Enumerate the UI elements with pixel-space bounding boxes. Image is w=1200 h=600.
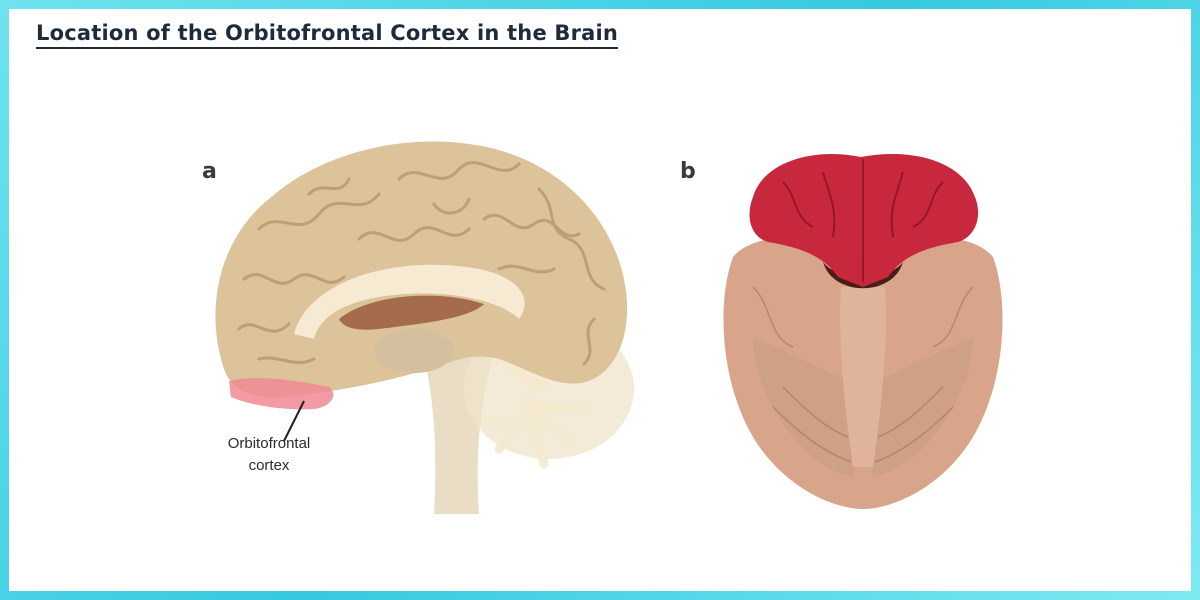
orbitofrontal-cortex-label: Orbitofrontal cortex [209, 433, 329, 477]
content-card: Location of the Orbitofrontal Cortex in … [9, 9, 1191, 591]
page-title: Location of the Orbitofrontal Cortex in … [36, 21, 619, 49]
label-line-2: cortex [248, 457, 290, 474]
sagittal-brain-illustration [215, 141, 634, 514]
panel-b-letter: b [680, 159, 696, 184]
panel-a-letter: a [202, 159, 217, 184]
inferior-brain-view-photo [723, 153, 1003, 509]
label-line-1: Orbitofrontal [227, 435, 311, 452]
